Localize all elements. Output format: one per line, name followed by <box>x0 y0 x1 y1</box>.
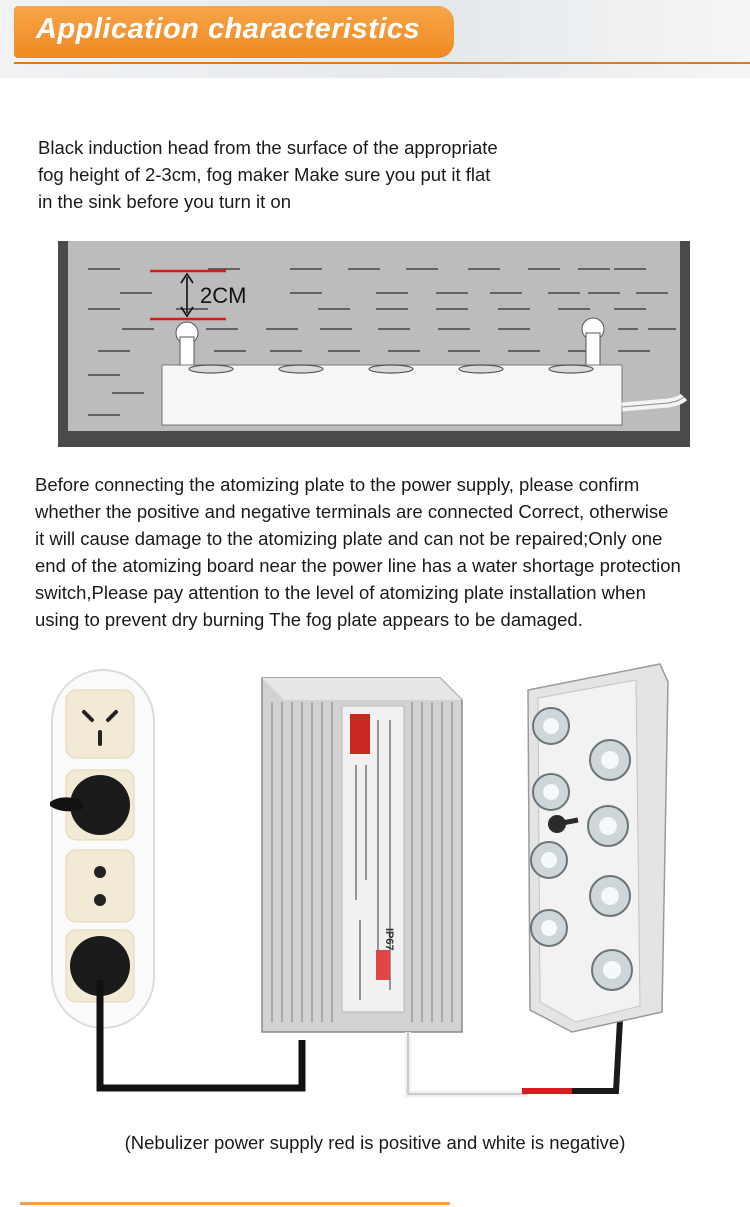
height-label: 2CM <box>200 283 246 308</box>
ip-rating: IP67 <box>383 928 395 951</box>
power-strip <box>50 669 155 1029</box>
negative-wire <box>405 1032 528 1097</box>
intro-paragraph: Black induction head from the surface of… <box>38 137 498 212</box>
sensor-probe-left <box>175 321 199 368</box>
water-lines <box>88 268 676 416</box>
atomizer-discs <box>188 364 594 374</box>
wiring-caption: (Nebulizer power supply red is positive … <box>124 1132 626 1153</box>
header-underline <box>14 62 750 64</box>
psu-label <box>341 705 405 1013</box>
page-title: Application characteristics <box>36 13 421 45</box>
instruction-paragraph: Before connecting the atomizing plate to… <box>35 474 681 630</box>
sink-diagram: 2CM <box>58 241 690 447</box>
height-indicator <box>150 269 226 321</box>
header-tab <box>14 6 454 58</box>
atomizer-plate <box>161 364 623 426</box>
sensor-probe-right <box>581 317 605 368</box>
footer-divider <box>20 1202 450 1205</box>
atomizer-unit <box>527 663 669 1033</box>
power-supply-unit: IP67 <box>261 677 463 1033</box>
mains-cable <box>96 980 306 1092</box>
wiring-illustration: IP67 <box>50 663 669 1097</box>
